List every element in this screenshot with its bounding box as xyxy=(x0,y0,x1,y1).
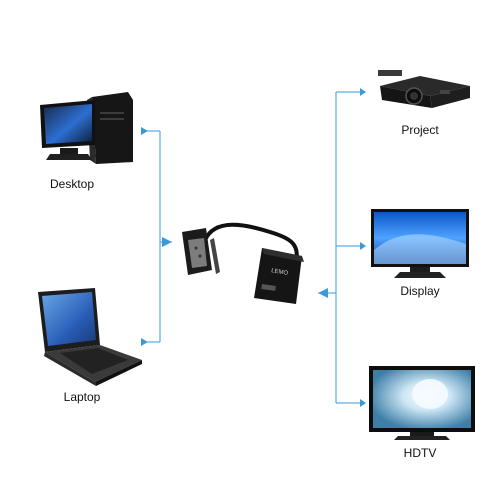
projector-label: Project xyxy=(401,123,439,137)
monitor-icon xyxy=(371,209,469,278)
desktop-computer-icon xyxy=(40,92,133,164)
laptop-label: Laptop xyxy=(63,390,101,404)
laptop-icon xyxy=(38,288,142,386)
display-label: Display xyxy=(400,284,440,298)
left-connector-lines xyxy=(141,130,172,343)
desktop-label: Desktop xyxy=(49,177,95,191)
hdtv-label: HDTV xyxy=(403,446,437,460)
desktop-arrow-icon xyxy=(141,127,148,135)
projector-icon xyxy=(378,70,470,108)
right-arrow-icon xyxy=(318,288,328,298)
display-arrow-icon xyxy=(360,242,366,250)
vga-to-hdmi-adapter-icon: LEMO xyxy=(182,222,304,304)
adapter-brand-text: LEMO xyxy=(271,268,289,277)
laptop-arrow-icon xyxy=(141,338,148,346)
left-arrow-icon xyxy=(162,237,172,247)
projector-arrow-icon xyxy=(360,88,366,96)
right-connector-lines xyxy=(318,91,360,404)
tv-icon xyxy=(369,366,475,440)
hdtv-arrow-icon xyxy=(360,399,366,407)
